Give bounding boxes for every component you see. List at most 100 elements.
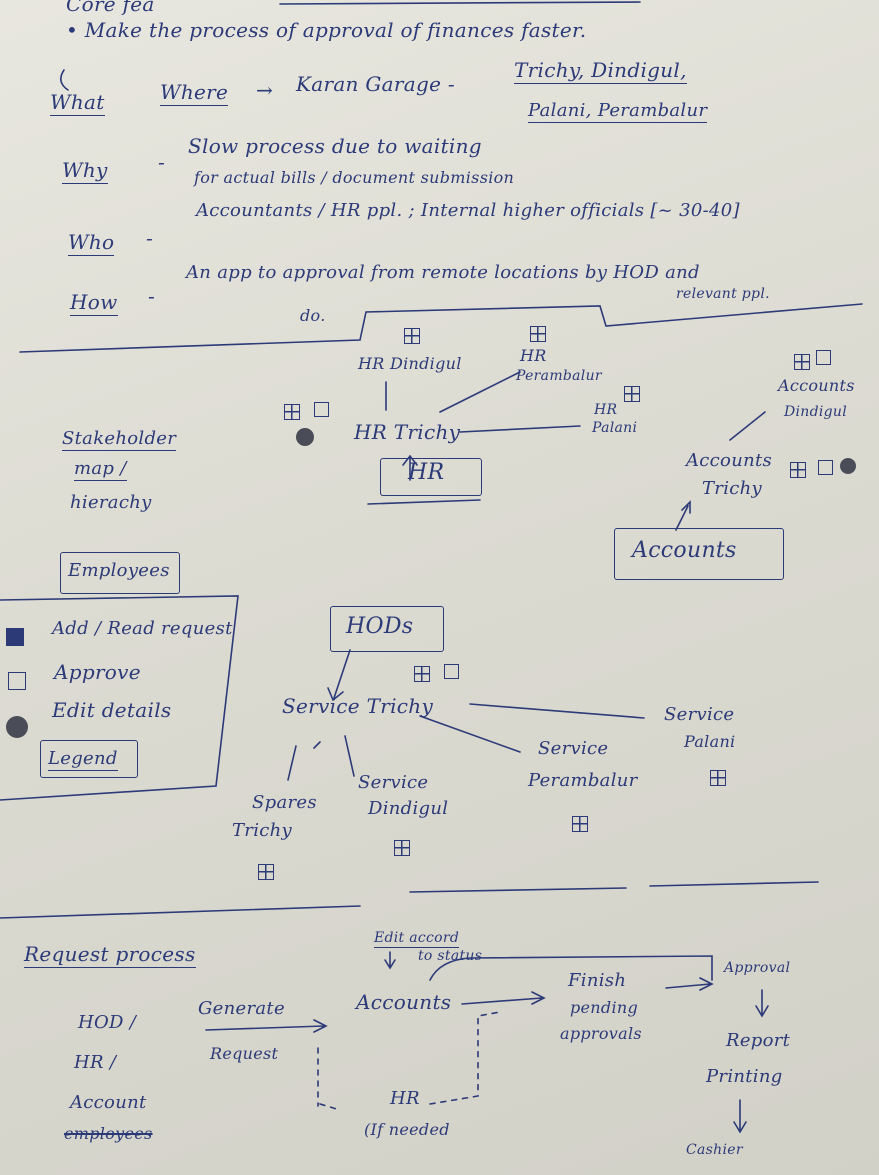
edit-arrow-down (384, 951, 396, 970)
hr-palani-2: Palani (592, 420, 638, 436)
accounts-trichy-1: Accounts (686, 450, 773, 471)
actors-4: employees (64, 1124, 153, 1143)
hr-dindigul: HR Dindigul (358, 354, 462, 373)
service-perambalur-grid-icon (572, 816, 588, 832)
generate-arrow (205, 1019, 328, 1033)
service-tick (313, 741, 321, 749)
core-bullet: • Make the process of approval of financ… (66, 18, 587, 42)
legend-item-1: Add / Read request (52, 618, 233, 639)
hr-perambalur-1: HR (520, 346, 547, 365)
stakeholder-label-1: Stakeholder (62, 428, 177, 451)
hr-perambalur-2: Perambalur (516, 368, 602, 384)
hr-note: (If needed (364, 1120, 450, 1139)
hods-box-label: HODs (346, 614, 414, 639)
report-down (733, 1099, 747, 1134)
service-link-spares (287, 745, 297, 781)
spares-grid-icon (258, 864, 274, 880)
legend-footer-box (40, 740, 138, 778)
hr-link-perambalur (439, 371, 521, 413)
hr-trichy-square-icon (314, 402, 329, 417)
hr-box-label: HR (408, 460, 445, 485)
edit-loop (429, 955, 713, 981)
request-label: Request (210, 1044, 279, 1063)
request-heading: Request process (24, 942, 196, 968)
spares-1: Spares (252, 792, 317, 813)
hr-palani-1: HR (594, 402, 618, 418)
section-divider-2 (0, 905, 361, 919)
spares-2: Trichy (232, 820, 293, 841)
who-text: Accountants / HR ppl. ; Internal higher … (196, 200, 740, 221)
report-2: Printing (706, 1066, 783, 1087)
places-line2: Palani, Perambalur (528, 100, 708, 123)
service-perambalur-2: Perambalur (528, 770, 638, 791)
service-palani-2: Palani (684, 732, 736, 751)
what-arrow (60, 69, 69, 91)
finish-to-approval (665, 977, 714, 991)
approval-step: Approval (724, 960, 791, 976)
legend-item-3: Edit details (52, 698, 172, 722)
actors-3: Account (70, 1092, 147, 1113)
hr-trichy-grid-icon (284, 404, 300, 420)
cashier-step: Cashier (686, 1142, 743, 1158)
approval-down (755, 989, 769, 1018)
why-line1: Slow process due to waiting (188, 134, 482, 158)
accounts-dindigul-2: Dindigul (784, 404, 848, 420)
dashed-request-down (317, 1047, 341, 1111)
accounts-box-label: Accounts (632, 538, 737, 563)
accounts-dindigul-square-icon (816, 350, 831, 365)
how-line2: do. (300, 306, 326, 325)
hr-perambalur-grid-icon (530, 326, 546, 342)
finish-1: Finish (568, 970, 627, 991)
how-line1: An app to approval from remote locations… (186, 262, 700, 283)
actors-2: HR / (74, 1052, 117, 1073)
service-palani-grid-icon (710, 770, 726, 786)
legend-dot-icon (6, 716, 28, 738)
service-perambalur-1: Service (538, 738, 609, 759)
edit-note-1: Edit accord (374, 930, 460, 948)
section-divider-2c (649, 881, 819, 887)
service-link-dindigul (344, 735, 355, 777)
hr-dindigul-grid-icon (404, 328, 420, 344)
hods-box (330, 606, 444, 652)
hr-step: HR (390, 1088, 420, 1109)
where-label: Where (160, 80, 229, 106)
service-trichy-grid-icon (414, 666, 430, 682)
hr-link-palani (459, 425, 581, 433)
legend-panel (0, 595, 239, 801)
accounts-trichy-square-icon (818, 460, 833, 475)
dashed-hr-loop (429, 1011, 501, 1105)
legend-grid-icon (6, 628, 24, 646)
hr-box (380, 458, 482, 496)
edit-note-2: to status (418, 948, 483, 964)
core-bullet-text: Make the process of approval of finances… (84, 18, 587, 42)
accounts-arrow-up (675, 500, 691, 531)
section-divider-1 (19, 303, 863, 353)
where-value: Karan Garage - (296, 72, 455, 96)
why-line2: for actual bills / document submission (194, 168, 515, 187)
hr-box-base (367, 499, 481, 505)
how-line3: relevant ppl. (676, 286, 770, 302)
legend-item-2: Approve (54, 660, 141, 684)
hr-palani-grid-icon (624, 386, 640, 402)
hr-trichy-dot-icon (296, 428, 314, 446)
service-trichy-square-icon (444, 664, 459, 679)
service-link-perambalur (419, 715, 521, 753)
hr-trichy: HR Trichy (354, 420, 461, 444)
accounts-dindigul-grid-icon (794, 354, 810, 370)
generate-label: Generate (198, 998, 285, 1019)
service-dindigul-1: Service (358, 772, 429, 793)
stakeholder-label-3: hierachy (70, 492, 152, 513)
stakeholder-label-2: map / (74, 458, 127, 481)
core-heading: Core fea (66, 0, 155, 16)
hr-arrow-up (402, 454, 418, 481)
how-dash: - (148, 284, 156, 308)
where-arrow: → (256, 78, 274, 102)
accounts-trichy-2: Trichy (702, 478, 763, 499)
service-palani-1: Service (664, 704, 735, 725)
service-dindigul-2: Dindigul (368, 798, 449, 819)
service-trichy: Service Trichy (282, 694, 434, 718)
why-dash: - (158, 150, 166, 174)
places-line1: Trichy, Dindigul, (514, 58, 687, 84)
header-rule (279, 1, 641, 5)
